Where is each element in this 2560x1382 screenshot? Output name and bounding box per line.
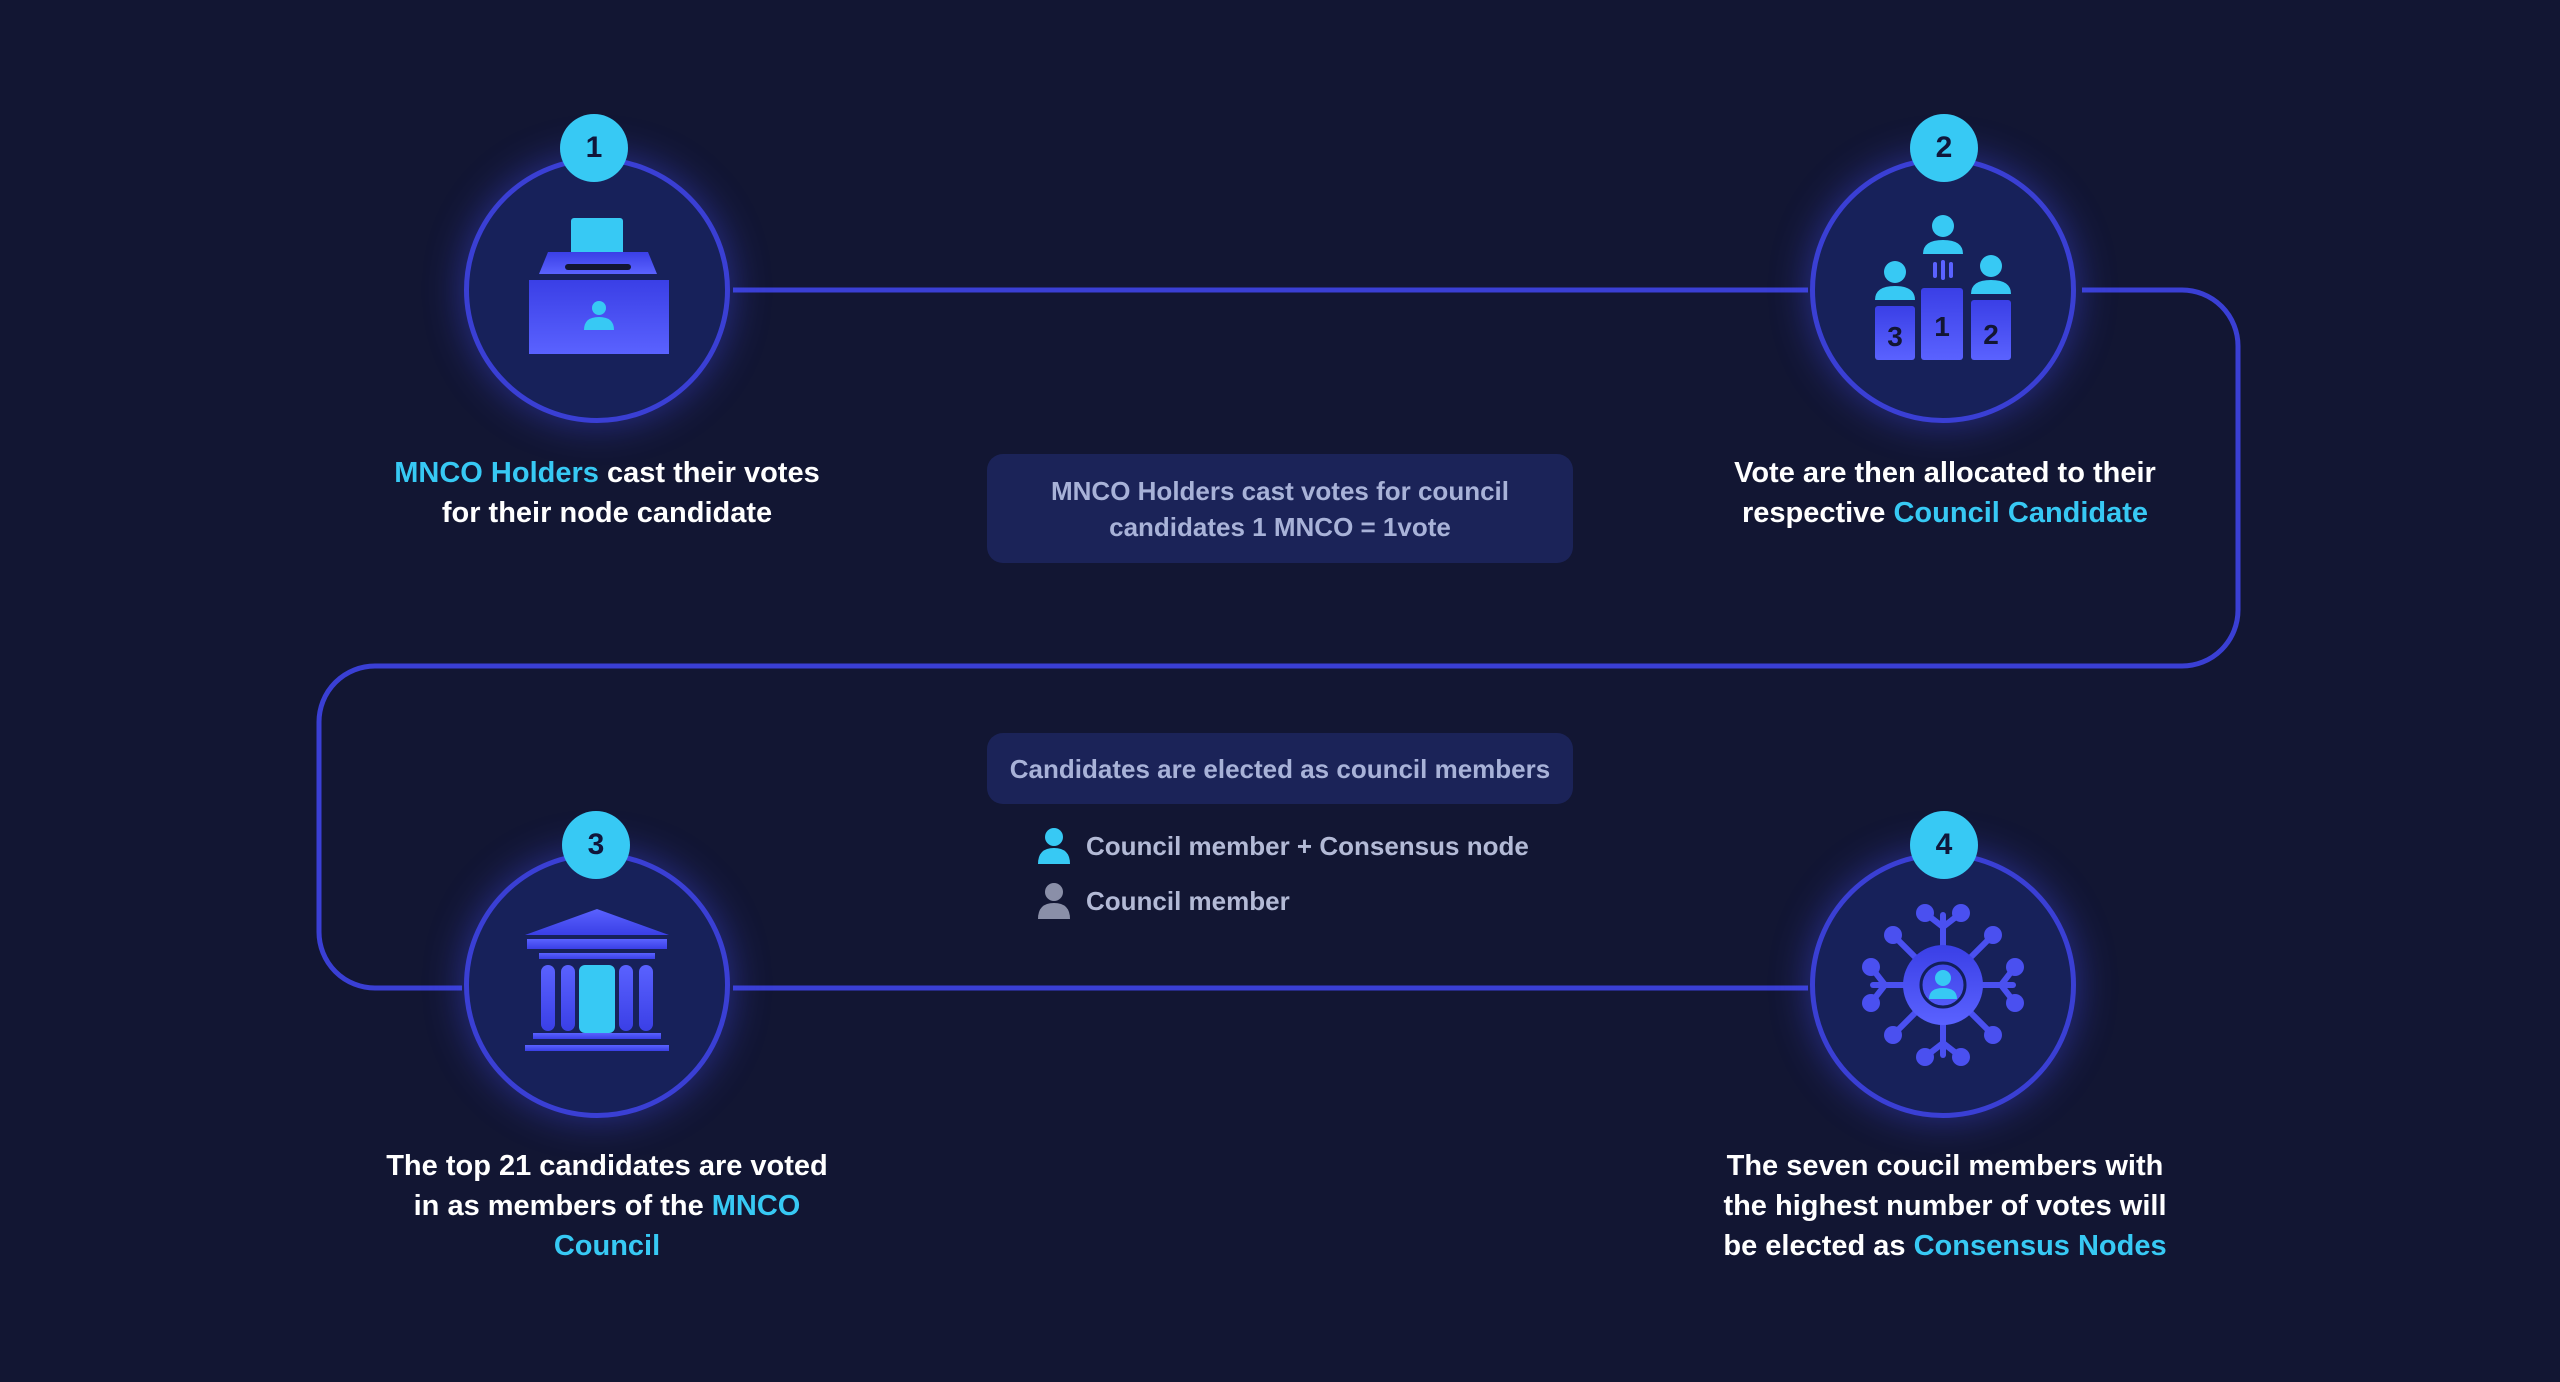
step-1-badge: 1: [560, 114, 628, 182]
step-3-badge: 3: [562, 811, 630, 879]
step-4-badge: 4: [1910, 811, 1978, 879]
council-building-icon: [525, 909, 669, 1051]
step-1-caption: MNCO Holders cast their votes for their …: [394, 457, 820, 529]
legend-label-member: Council member: [1086, 885, 1290, 916]
info-box-vote-rule-line2: candidates 1 MNCO = 1vote: [1109, 511, 1451, 542]
person-icon-gray: [1038, 883, 1070, 919]
legend-item-member: Council member: [1036, 881, 1290, 921]
podium-number-1: 1: [1934, 311, 1950, 342]
info-box-election: Candidates are elected as council member…: [987, 733, 1573, 804]
podium-number-3: 3: [1887, 321, 1903, 352]
info-box-vote-rule-line1: MNCO Holders cast votes for council: [1051, 475, 1509, 506]
step-3-circle: [464, 852, 730, 1118]
legend-label-consensus: Council member + Consensus node: [1086, 830, 1529, 861]
step-2-circle: 3 1 2: [1810, 157, 2076, 423]
ballot-box-icon: [529, 218, 669, 354]
info-box-vote-rule: MNCO Holders cast votes for council cand…: [987, 454, 1573, 563]
legend-item-consensus: Council member + Consensus node: [1036, 826, 1529, 866]
step-2-badge: 2: [1910, 114, 1978, 182]
person-icon-cyan: [1038, 828, 1070, 864]
step-2-caption: Vote are then allocated to their respect…: [1734, 457, 2156, 529]
step-3-caption: The top 21 candidates are voted in as me…: [386, 1150, 828, 1262]
step-4-caption: The seven coucil members with the highes…: [1723, 1150, 2167, 1262]
podium-number-2: 2: [1983, 319, 1999, 350]
podium-candidates-icon: 3 1 2: [1875, 215, 2011, 360]
step-1-circle: [464, 157, 730, 423]
network-node-icon: [1862, 904, 2024, 1066]
step-4-circle: [1810, 852, 2076, 1118]
